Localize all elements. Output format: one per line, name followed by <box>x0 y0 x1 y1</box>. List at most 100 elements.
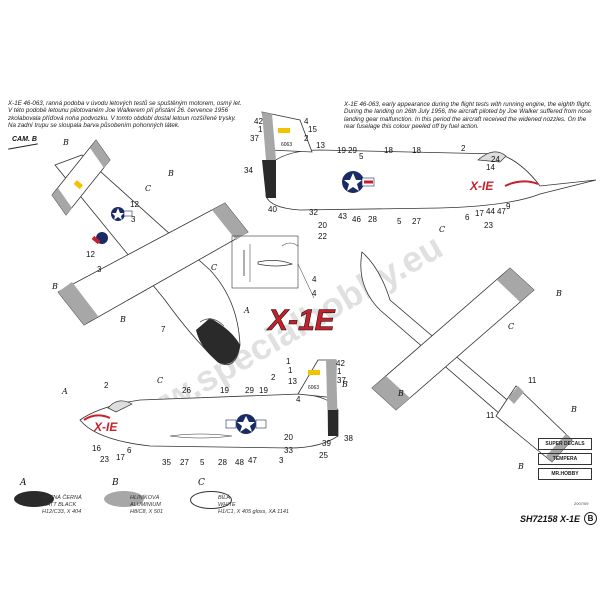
top-red-bar <box>91 235 101 245</box>
right-callouts: 42 1 37 4 15 2 13 34 40 32 20 22 19 29 5… <box>244 117 511 241</box>
callout-detail-4a: 4 <box>312 275 317 284</box>
right-nose-stripe <box>504 180 539 187</box>
legend-c-line1: BÍLÁ <box>218 495 230 501</box>
top-tail-tip2 <box>52 188 72 215</box>
c-l-23: 23 <box>100 455 109 464</box>
note-english: X-1E 46-063, early appearance during the… <box>344 101 592 131</box>
right-tail-yellow <box>278 128 290 133</box>
c-r-5a: 5 <box>359 152 364 161</box>
right-insignia-red <box>364 180 373 184</box>
c-l-39: 39 <box>322 439 331 448</box>
c-r-22: 22 <box>318 232 327 241</box>
callout-detail-4b: 4 <box>312 289 317 298</box>
legend-a-line3: H12/C33, X 404 <box>42 509 82 515</box>
c-b-11a: 11 <box>528 376 537 385</box>
c-l-2a: 2 <box>104 381 109 390</box>
right-canopy <box>477 151 507 163</box>
c-l-19b: 19 <box>259 386 268 395</box>
c-b-11b: 11 <box>486 411 495 420</box>
top-wing-tip-left <box>58 282 98 325</box>
c-r-15: 15 <box>308 125 317 134</box>
left-canopy <box>107 400 133 413</box>
top-canopy <box>199 318 225 327</box>
c-r-6: 6 <box>465 213 470 222</box>
c-l-17: 17 <box>116 453 125 462</box>
left-tail-serial: 6063 <box>308 385 319 391</box>
c-r-34: 34 <box>244 166 253 175</box>
legend-b-line1: HLINÍKOVÁ <box>130 495 160 501</box>
footer-code: SH72158 X-1E <box>520 514 581 524</box>
brand-tempera: TEMPERA <box>538 453 592 465</box>
c-l-4: 4 <box>296 395 301 404</box>
c-r-1: 1 <box>258 125 263 134</box>
c-r-2: 2 <box>304 134 309 143</box>
label-top-b2: B <box>167 169 174 178</box>
c-l-13: 13 <box>288 377 297 386</box>
side-view-right: 6063 X-IE <box>261 111 597 211</box>
c-l-37: 37 <box>337 376 346 385</box>
left-nose-stripe <box>83 414 111 421</box>
label-top-b4: B <box>119 315 126 324</box>
top-view-aircraft <box>51 139 249 366</box>
c-r-19: 19 <box>337 146 346 155</box>
label-bottom-b2: B <box>397 389 404 398</box>
c-r-29: 29 <box>348 146 357 155</box>
c-r-17: 17 <box>475 209 484 218</box>
c-l-3: 3 <box>279 456 284 465</box>
left-callouts: A C B 2 26 19 29 19 2 1 13 1 42 1 37 38 … <box>61 357 353 467</box>
top-yellow-panel <box>73 180 83 190</box>
c-l-28: 28 <box>218 458 227 467</box>
top-wing-tip-right <box>212 203 248 240</box>
bottom-wing-tip-left <box>372 376 410 410</box>
label-bottom-c: C <box>508 322 514 331</box>
label-left-c: C <box>157 376 163 385</box>
c-r-32: 32 <box>309 208 318 217</box>
c-l-20: 20 <box>284 433 293 442</box>
c-r-42: 42 <box>254 117 263 126</box>
c-r-9: 9 <box>506 202 511 211</box>
label-left-b: B <box>341 380 348 389</box>
c-l-1c: 1 <box>337 367 342 376</box>
c-r-37: 37 <box>250 134 259 143</box>
legend-c-line3: H1/C1, X 405 gloss, XA 1141 <box>218 509 289 515</box>
top-insignia-bar <box>123 210 133 217</box>
right-fuselage-text: X-IE <box>469 179 494 193</box>
left-insignia-star <box>237 416 255 432</box>
brand-super-decals: SUPER DECALS <box>538 438 592 450</box>
legend-letter-c: C <box>198 478 205 488</box>
label-top-c2: C <box>211 263 217 272</box>
title-logo: X-1E <box>266 304 336 337</box>
legend-letter-b: B <box>112 478 119 488</box>
legend-a-line2: MATT BLACK <box>42 502 77 508</box>
legend-letter-a: A <box>20 478 27 488</box>
c-l-19: 19 <box>220 386 229 395</box>
top-nose-black <box>196 318 240 364</box>
callout-top-3b: 3 <box>97 265 102 274</box>
legend-swatch-white <box>190 491 232 509</box>
c-r-14: 14 <box>486 163 495 172</box>
callout-top-12b: 12 <box>86 250 95 259</box>
left-wing-section <box>169 433 233 439</box>
legend-swatch-aluminium <box>104 491 144 507</box>
c-l-25: 25 <box>319 451 328 460</box>
c-l-29: 29 <box>245 386 254 395</box>
label-right-c: C <box>439 225 445 234</box>
c-l-1b: 1 <box>286 357 291 366</box>
brand-logos: SUPER DECALS TEMPERA MR.HOBBY <box>538 438 592 483</box>
top-insignia-star <box>112 208 124 220</box>
c-l-27: 27 <box>180 458 189 467</box>
right-fuselage <box>265 149 597 211</box>
right-rudder-panel <box>262 112 276 160</box>
c-r-47: 47 <box>497 207 506 216</box>
label-bottom-b4: B <box>517 462 524 471</box>
bottom-wing-tip-right <box>497 268 534 302</box>
left-fuselage-text: X-IE <box>93 420 118 434</box>
c-r-13: 13 <box>316 141 325 150</box>
label-bottom-b3: B <box>570 405 577 414</box>
c-r-28: 28 <box>368 215 377 224</box>
label-bottom-b1: B <box>555 289 562 298</box>
c-l-42: 42 <box>336 359 345 368</box>
c-r-4: 4 <box>304 117 309 126</box>
c-r-18a: 18 <box>384 146 393 155</box>
